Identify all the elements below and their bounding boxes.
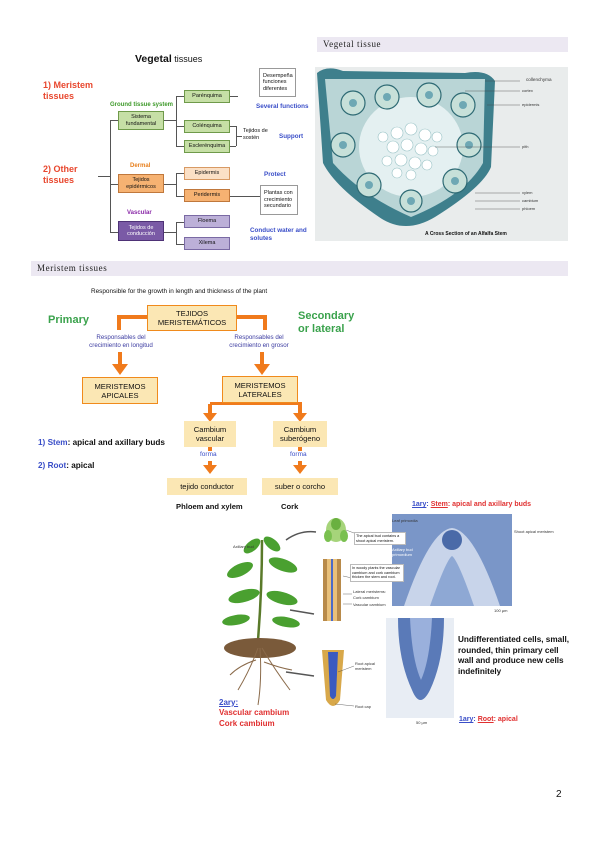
alfalfa-stem-micrograph: collenchyma cortex epidermis pith xylem … <box>315 67 568 241</box>
root-cap-label: Root cap <box>355 704 372 709</box>
woody-plants-note: In woody plants the vascular cambium and… <box>350 564 404 582</box>
cortex-label: cortex <box>522 88 533 93</box>
vascular-cambium-label: Vascular cambium <box>219 708 290 717</box>
tejido-conductor-box: tejido conductor <box>167 478 247 495</box>
alfalfa-stem-image <box>317 68 520 226</box>
primary-label: Primary <box>48 314 89 326</box>
phloem-label: phloem <box>522 206 536 211</box>
colenquima-box: Colénquima <box>184 120 230 133</box>
micrograph-caption: A Cross Section of an Alfalfa Stem <box>425 231 507 237</box>
stem-apical-text: 1) Stem: apical and axillary buds <box>38 438 165 447</box>
cork-cambium-label: Cork cambium <box>219 719 275 728</box>
protect-label: Protect <box>264 171 286 178</box>
meristem-subtitle: Responsible for the growth in length and… <box>91 288 268 295</box>
diagram-title: Vegetal tissues <box>135 53 203 65</box>
lateral-meristems-label: Lateral meristems: <box>353 589 386 594</box>
dermal-heading: Dermal <box>130 163 151 169</box>
plantas-box: Plantas con crecimiento secundario <box>260 185 298 215</box>
apical-bud-note: The apical bud contains a shoot apical m… <box>354 532 406 545</box>
suber-corcho-box: suber o corcho <box>262 478 338 495</box>
sistema-fundamental-box: Sistema fundamental <box>118 111 164 130</box>
phloem-xylem-label: Phloem and xylem <box>176 502 243 511</box>
forma-label-left: forma <box>200 451 217 458</box>
tejidos-conduccion-box: Tejidos de conducción <box>118 221 164 241</box>
cork-label: Cork <box>281 502 299 511</box>
shoot-apical-meristem-label: Shoot apical meristem <box>514 529 554 534</box>
tejidos-meristematicos-box: TEJIDOS MERISTEMÁTICOS <box>147 305 237 331</box>
meristem-tissues-label: 1) Meristem tissues <box>43 80 94 101</box>
several-functions-label: Several functions <box>256 103 309 110</box>
root-apical-meristem-label: Root apical meristem <box>355 661 376 671</box>
tejidos-sosten-text: Tejidos de sostén <box>243 128 268 141</box>
cambium-suberogeno-box: Cambium suberógeno <box>273 421 327 447</box>
cambium-label: cambium <box>522 198 539 203</box>
support-label: Support <box>279 133 304 140</box>
peridermis-box: Peridermis <box>184 189 230 202</box>
vascular-cambium-small-label: Vascular cambium <box>353 602 386 607</box>
root-apical-text: 2) Root: apical <box>38 461 95 470</box>
xylem-label: xylem <box>522 190 533 195</box>
parenquima-box: Parénquima <box>184 90 230 103</box>
axillary-bud-primordium-label: Axillary bud primordium <box>392 547 413 557</box>
ary1-stem-label: 1ary: Stem: apical and axillary buds <box>412 501 532 508</box>
epidermis-label: epidermis <box>522 102 540 107</box>
other-tissues-label: 2) Other tissues <box>43 164 78 185</box>
epidermis-box: Epidermis <box>184 167 230 180</box>
cork-cambium-small-label: Cork cambium <box>353 595 379 600</box>
tejidos-epidermicos-box: Tejidos epidérmicos <box>118 174 164 193</box>
collenchyma-label: collenchyma <box>526 77 552 82</box>
ary2-label: 2ary: <box>219 698 239 707</box>
meristemos-laterales-box: MERISTEMOS LATERALES <box>222 376 298 403</box>
desempena-box: Desempeña funciones diferentes <box>259 68 296 97</box>
floema-box: Floema <box>184 215 230 228</box>
section-header-meristem-tissues: Meristem tissues <box>31 261 568 276</box>
conduct-label: Conduct water and solutes <box>250 227 307 242</box>
leaf-primordia-label: Leaf primordia <box>392 518 418 523</box>
cambium-vascular-box: Cambium vascular <box>184 421 236 447</box>
forma-label-right: forma <box>290 451 307 458</box>
resp-longitud-text: Responsables del crecimiento en longitud <box>89 334 153 349</box>
ground-tissue-heading: Ground tissue system <box>110 102 174 108</box>
axillary-bud-label: Axillary bud <box>233 544 254 549</box>
resp-grosor-text: Responsables del crecimiento en grosor <box>229 334 289 349</box>
meristemos-apicales-box: MERISTEMOS APICALES <box>82 377 158 404</box>
scale-100-label: 100 µm <box>494 608 508 613</box>
ary1-root-label: 1ary: Root: apical <box>459 716 518 723</box>
page-number: 2 <box>556 789 562 800</box>
vascular-heading: Vascular <box>127 210 152 216</box>
scale-50-label: 50 µm <box>416 720 428 725</box>
xilema-box: Xilema <box>184 237 230 250</box>
esclerenquima-box: Esclerénquima <box>184 140 230 153</box>
pith-label: pith <box>522 144 529 149</box>
secondary-label: Secondary or lateral <box>298 310 355 335</box>
undifferentiated-text: Undifferentiated cells, small, rounded, … <box>458 635 570 676</box>
section-header-vegetal-tissue: Vegetal tissue <box>317 37 568 52</box>
